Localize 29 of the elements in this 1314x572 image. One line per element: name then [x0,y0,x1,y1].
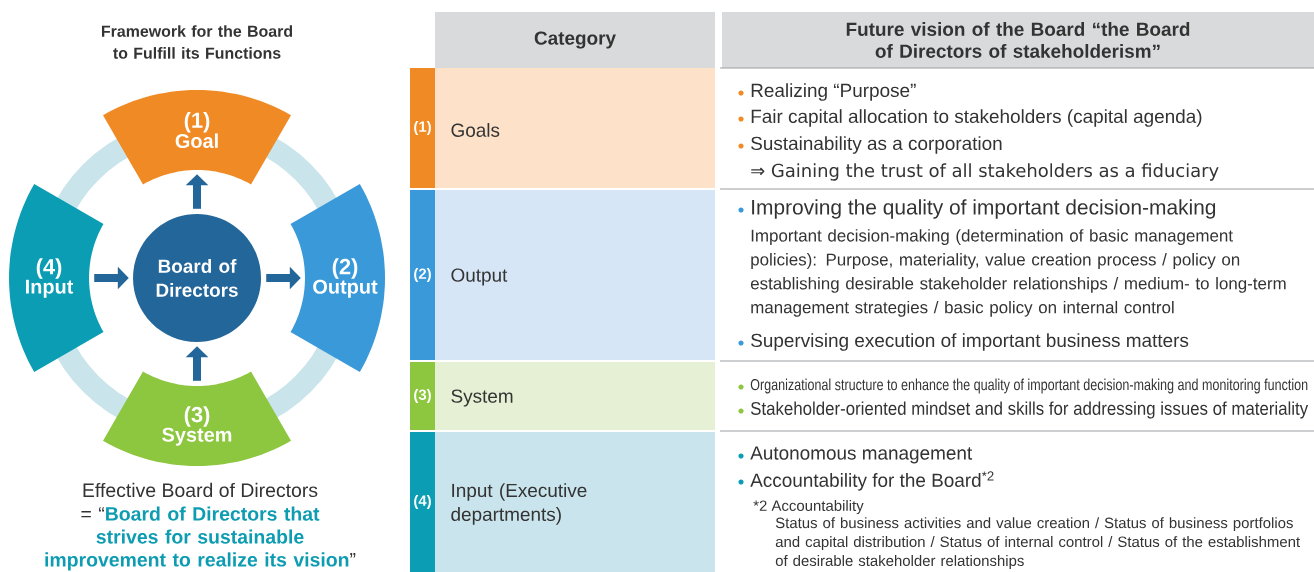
bullet-item: Autonomous management [738,446,973,464]
row-number-tab: (4) [410,432,435,572]
category-cell: System [435,362,715,430]
goal-sector: (1) Goal [103,90,291,185]
bullet-item: Fair capital allocation to stakeholders (capital agenda) [738,109,1202,127]
text-line: ⇒ Gaining the trust of all stakeholders as a fiduciary [751,163,1219,181]
category-cell: Input (Executive departments) [435,432,715,572]
output-sector: (2) Output [290,184,385,372]
bullet-item: Sustainability as a corporation [738,136,1002,154]
footnote: Status of business activities and value creation / Status of business portfolios and capital distribution / Status of internal control / Status of the establishment of desirable stakeholder relationships [775,517,1300,569]
bullet-item: Supervising execution of important business matters [738,333,1189,351]
system-sector: (3) System [103,371,291,466]
row-number-tab: (1) [410,68,435,188]
footnote: *2 Accountability [753,500,864,514]
bullet-item: Organizational structure to enhance the quality of important decision-making and monitoring function [738,378,1308,394]
bullet-item: Improving the quality of important decision-making [738,199,1216,219]
row-number-tab: (2) [410,190,435,360]
paragraph: Important decision-making (determination of basic management policies): Purpose, materiality, value creation process / policy on establishing desirable stakeholder relationships / medium- to long-term management strategies / basic policy on internal control [750,229,1286,317]
title: Framework for the Board to Fulfill its Functions [102,25,293,59]
header-cell: Future vision of the Board “the Board of Directors of stakeholderism” [722,12,1314,68]
header-cell: Category [435,12,715,68]
statement: = “Board of Directors that strives for sustainable improvement to realize its vision” [45,506,356,571]
row-number-tab: (3) [410,362,435,430]
category-cell: Output [435,190,715,360]
bullet-item: Realizing “Purpose” [738,83,916,101]
input-sector: (4) Input [9,184,104,372]
category-cell: Goals [435,68,715,188]
bullet-item: Accountability for the Board$^{*2}$ [738,471,994,491]
bullet-item: Stakeholder-oriented mindset and skills for addressing issues of materiality [738,401,1309,419]
